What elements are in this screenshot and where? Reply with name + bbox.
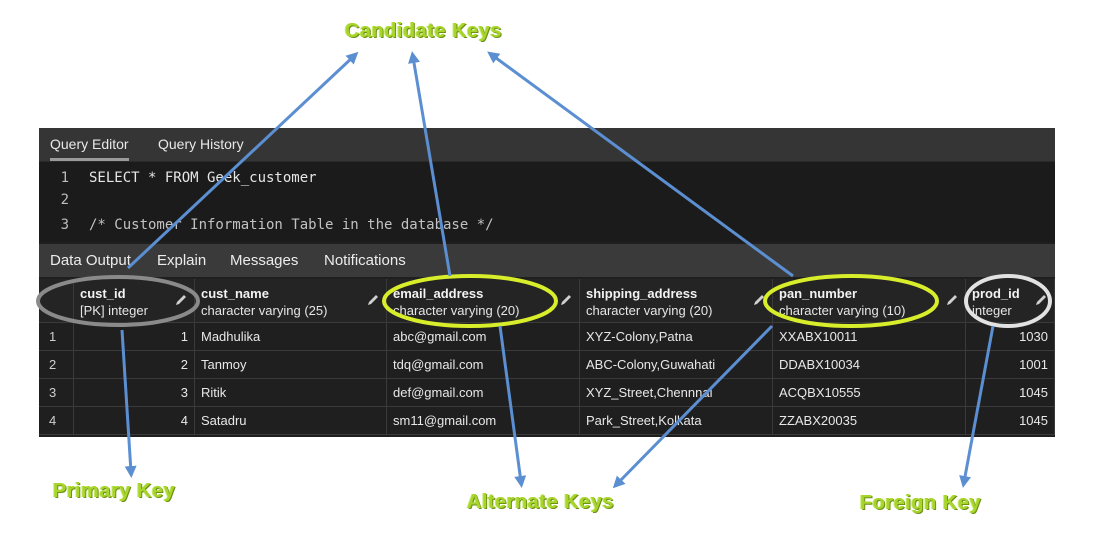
column-header-prod-id[interactable]: prod_id integer [966,279,1055,323]
cell-prod-id[interactable]: 1045 [966,379,1055,407]
table-row[interactable]: 2 2 Tanmoy tdq@gmail.com ABC-Colony,Guwa… [39,351,1055,379]
column-header-pan-number[interactable]: pan_number character varying (10) [773,279,966,323]
line-number: 3 [60,217,69,233]
tab-query-editor[interactable]: Query Editor [50,128,129,161]
cell-email-address[interactable]: def@gmail.com [387,379,580,407]
column-name: prod_id [972,286,1020,301]
cell-shipping-address[interactable]: ABC-Colony,Guwahati [580,351,773,379]
cell-prod-id[interactable]: 1030 [966,323,1055,351]
editor-line: 3 /* Customer Information Table in the da… [39,214,494,236]
tab-notifications[interactable]: Notifications [324,252,406,269]
row-number: 3 [39,379,74,407]
line-number: 2 [60,192,69,208]
cell-cust-id[interactable]: 3 [74,379,195,407]
column-type: character varying (10) [779,303,906,318]
column-type: integer [972,303,1012,318]
foreign-key-label: Foreign Key [860,492,982,514]
cell-cust-id[interactable]: 1 [74,323,195,351]
tab-data-output[interactable]: Data Output [50,252,131,269]
line-number: 1 [60,170,69,186]
cell-cust-name[interactable]: Ritik [195,379,387,407]
cell-pan-number[interactable]: DDABX10034 [773,351,966,379]
pencil-icon[interactable] [1034,293,1048,307]
row-number-header [39,279,74,323]
cell-cust-id[interactable]: 2 [74,351,195,379]
column-type: character varying (20) [393,303,520,318]
cell-prod-id[interactable]: 1045 [966,407,1055,435]
tab-messages[interactable]: Messages [230,252,299,269]
pencil-icon[interactable] [559,293,573,307]
tab-query-history[interactable]: Query History [158,136,244,152]
column-name: shipping_address [586,286,698,301]
table-row[interactable]: 1 1 Madhulika abc@gmail.com XYZ-Colony,P… [39,323,1055,351]
pencil-icon[interactable] [752,293,766,307]
cell-email-address[interactable]: abc@gmail.com [387,323,580,351]
editor-line: 1 SELECT * FROM Geek_customer [39,167,317,189]
cell-shipping-address[interactable]: XYZ-Colony,Patna [580,323,773,351]
column-name: cust_id [80,286,126,301]
row-number: 2 [39,351,74,379]
cell-pan-number[interactable]: ACQBX10555 [773,379,966,407]
cell-pan-number[interactable]: XXABX10011 [773,323,966,351]
row-number: 1 [39,323,74,351]
primary-key-label: Primary Key [53,480,176,502]
column-header-cust-id[interactable]: cust_id [PK] integer [74,279,195,323]
column-type: [PK] integer [80,303,148,318]
cell-shipping-address[interactable]: XYZ_Street,Chennnai [580,379,773,407]
editor-line: 2 [39,189,89,211]
sql-editor[interactable]: 1 SELECT * FROM Geek_customer 2 3 /* Custo… [39,162,1055,242]
alternate-keys-label: Alternate Keys [467,491,615,513]
results-tab-bar: Data Output Explain Messages Notificatio… [39,244,1055,277]
column-header-email-address[interactable]: email_address character varying (20) [387,279,580,323]
cell-email-address[interactable]: sm11@gmail.com [387,407,580,435]
row-number: 4 [39,407,74,435]
table-row[interactable]: 4 4 Satadru sm11@gmail.com Park_Street,K… [39,407,1055,435]
line-text: SELECT * FROM Geek_customer [89,170,317,186]
tab-explain[interactable]: Explain [157,252,207,269]
query-tool-panel: Query Editor Query History 1 SELECT * FRO… [39,128,1055,437]
cell-shipping-address[interactable]: Park_Street,Kolkata [580,407,773,435]
cell-cust-name[interactable]: Tanmoy [195,351,387,379]
pencil-icon[interactable] [945,293,959,307]
line-text: /* Customer Information Table in the dat… [89,217,494,233]
cell-cust-name[interactable]: Madhulika [195,323,387,351]
pencil-icon[interactable] [366,293,380,307]
column-header-cust-name[interactable]: cust_name character varying (25) [195,279,387,323]
column-header-shipping-address[interactable]: shipping_address character varying (20) [580,279,773,323]
editor-tab-bar: Query Editor Query History [39,128,1055,162]
cell-prod-id[interactable]: 1001 [966,351,1055,379]
column-name: email_address [393,286,484,301]
cell-cust-id[interactable]: 4 [74,407,195,435]
cell-pan-number[interactable]: ZZABX20035 [773,407,966,435]
table-row[interactable]: 3 3 Ritik def@gmail.com XYZ_Street,Chenn… [39,379,1055,407]
column-name: pan_number [779,286,858,301]
column-name: cust_name [201,286,269,301]
column-type: character varying (20) [586,303,713,318]
cell-email-address[interactable]: tdq@gmail.com [387,351,580,379]
pencil-icon[interactable] [174,293,188,307]
candidate-keys-label: Candidate Keys [345,20,503,42]
cell-cust-name[interactable]: Satadru [195,407,387,435]
column-type: character varying (25) [201,303,328,318]
